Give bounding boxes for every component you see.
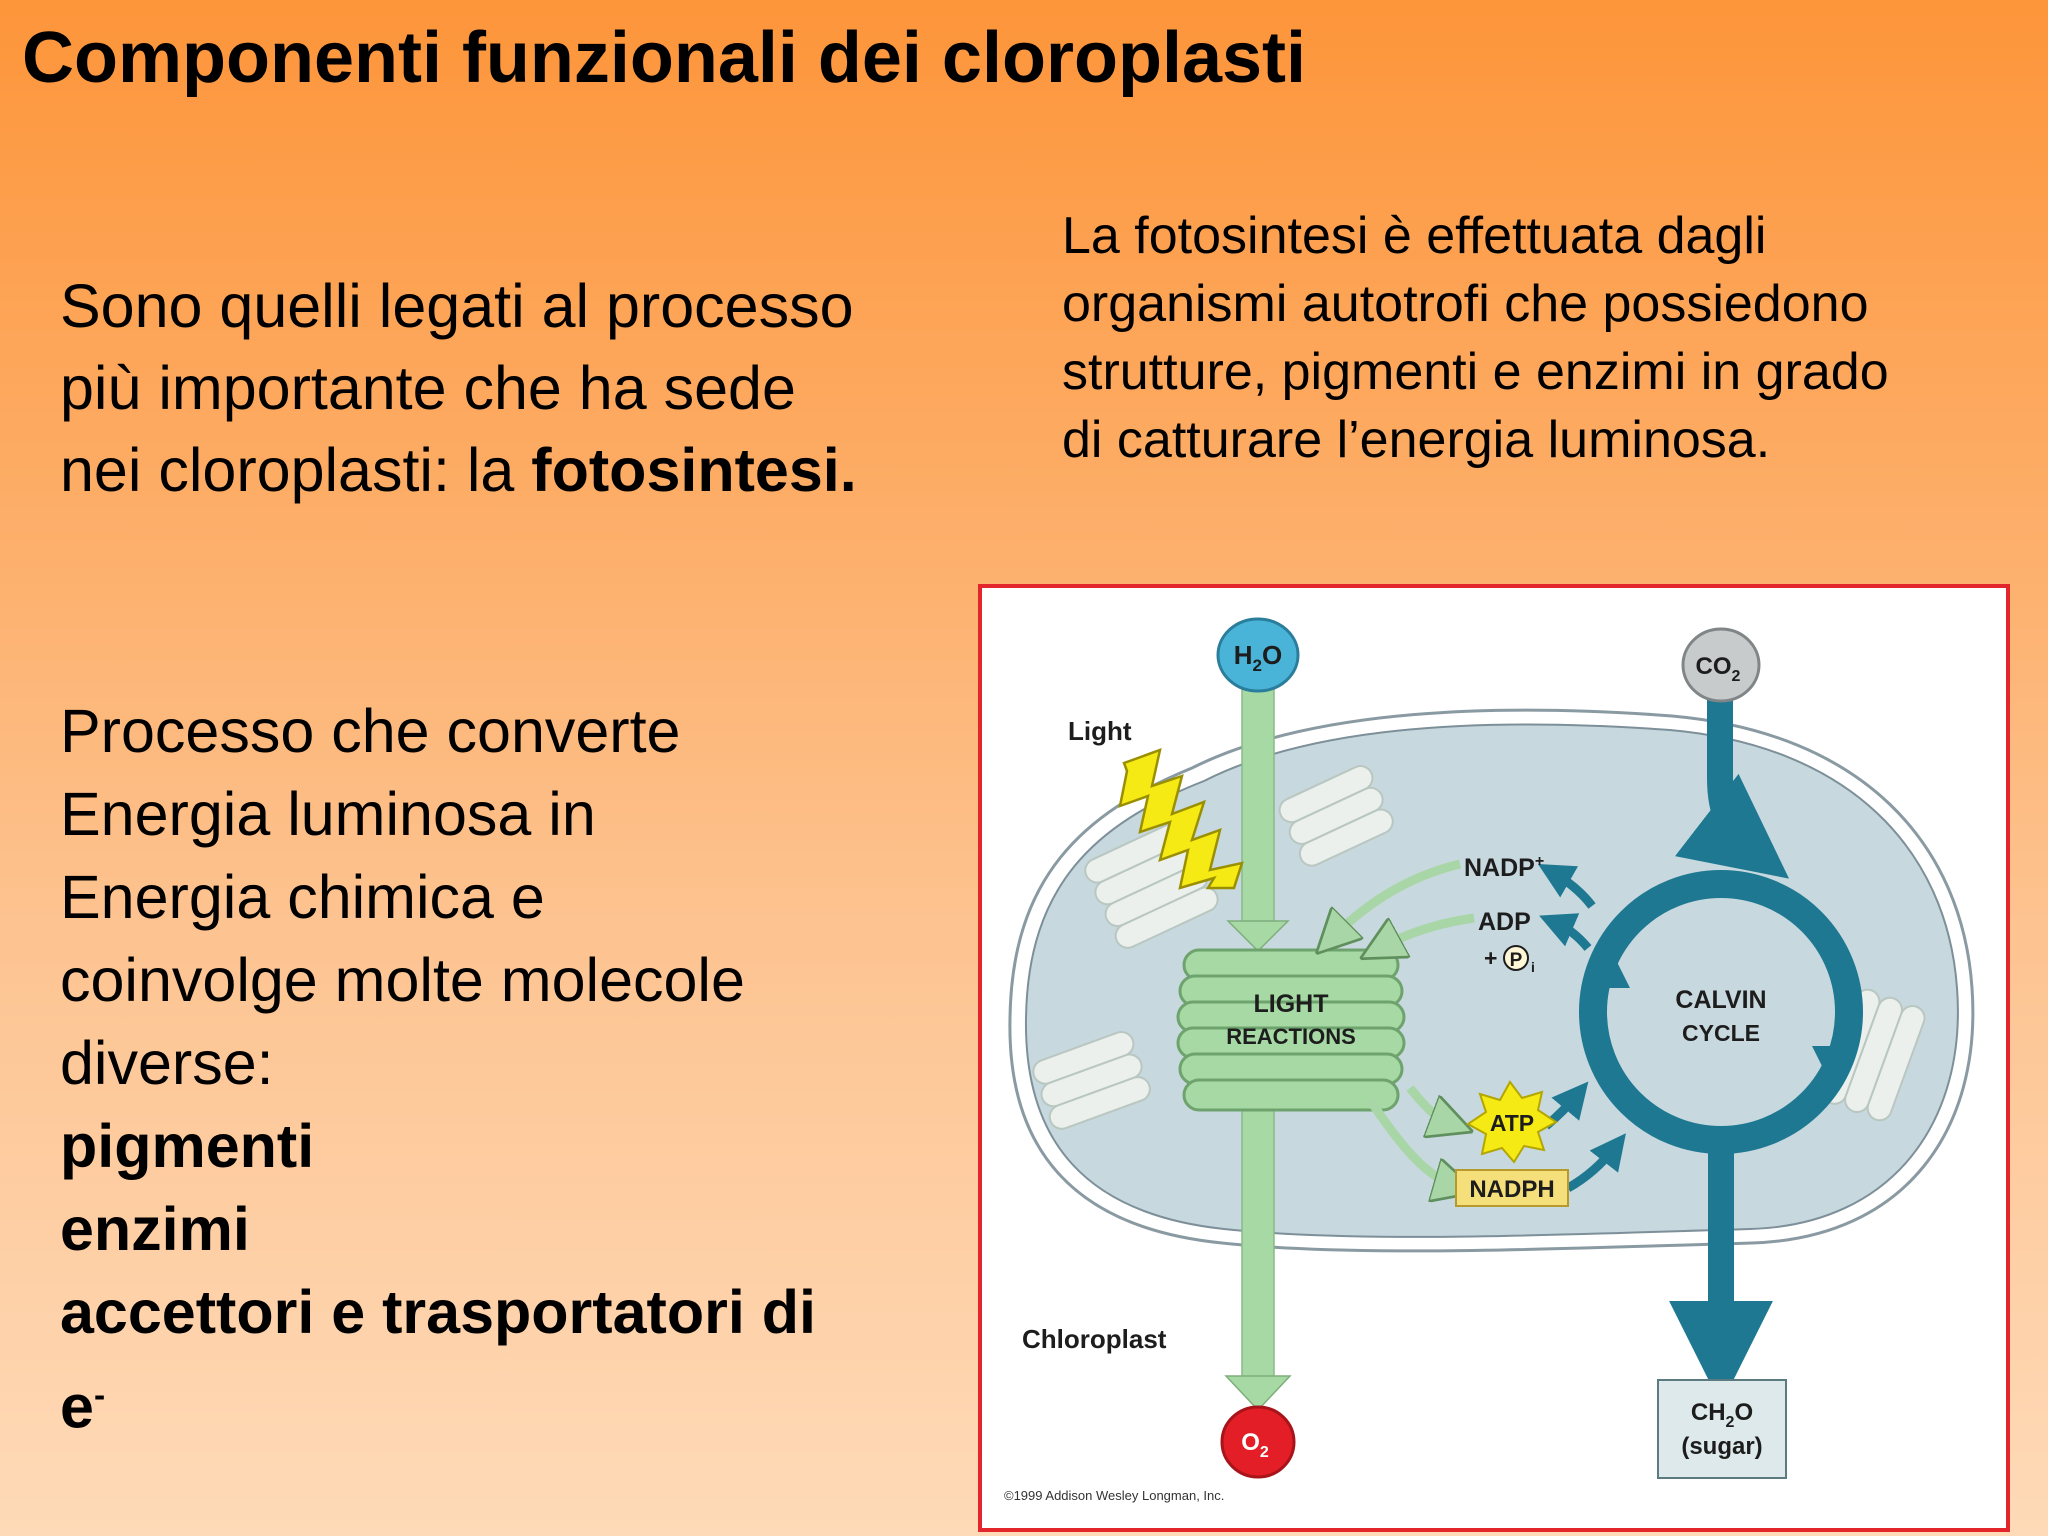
side-text: La fotosintesi è effettuata dagli organi…	[1062, 202, 2022, 474]
diagram-canvas: LIGHT REACTIONS Light H2O O2 CALVIN CYCL…	[1004, 617, 1975, 1503]
process-text: Processo che converte Energia luminosa i…	[60, 690, 980, 1448]
phosphate-symbol: P	[1510, 950, 1523, 971]
process-line-3: Energia chimica e	[60, 863, 545, 931]
adp-return-arrow	[1380, 913, 1475, 948]
atp-burst-icon	[1466, 1080, 1558, 1164]
intro-line-2: più importante che ha sede	[60, 354, 796, 422]
side-line-1: La fotosintesi è effettuata dagli	[1062, 207, 1767, 265]
phosphate-icon	[1503, 945, 1529, 971]
electron-sign: -	[93, 1377, 106, 1414]
intro-keyword: fotosintesi.	[531, 436, 857, 504]
calvin-cycle-label-1: CALVIN	[1675, 986, 1766, 1014]
water-molecule-bubble	[1216, 617, 1300, 693]
sugar-label: (sugar)	[1681, 1433, 1762, 1460]
adp-from-calvin-arrow	[1539, 913, 1592, 951]
intro-text: Sono quelli legati al processo più impor…	[60, 265, 1000, 511]
oxygen-arrowhead	[1224, 1375, 1292, 1412]
water-flow-arrowhead-upper	[1226, 920, 1290, 953]
intro-line-1: Sono quelli legati al processo	[60, 272, 854, 340]
atp-label: ATP	[1490, 1110, 1534, 1136]
nadph-box	[1455, 1169, 1569, 1207]
process-line-2: Energia luminosa in	[60, 780, 596, 848]
chloroplast-label: Chloroplast	[1022, 1324, 1167, 1354]
process-electron: e-	[60, 1354, 980, 1448]
water-flow-arrow-lower	[1241, 1087, 1275, 1384]
calvin-arrowhead-left	[1588, 946, 1630, 988]
nadph-output-arrow	[1366, 1097, 1456, 1186]
calvin-cycle-label-2: CYCLE	[1682, 1020, 1760, 1046]
oxygen-molecule-bubble	[1220, 1405, 1296, 1479]
nadp-return-arrow	[1332, 859, 1462, 938]
calvin-cycle-ring	[1579, 870, 1863, 1154]
nadph-to-calvin-arrow	[1565, 1133, 1626, 1192]
sugar-formula: CH2O	[1691, 1399, 1753, 1431]
calvin-arrowhead-right	[1812, 1046, 1854, 1088]
co2-label: CO2	[1696, 653, 1741, 685]
adp-label: ADP	[1478, 908, 1531, 936]
electron-letter: e	[60, 1372, 94, 1441]
co2-inflow-arrow	[1674, 676, 1790, 879]
photosynthesis-diagram: LIGHT REACTIONS Light H2O O2 CALVIN CYCL…	[978, 584, 2010, 1532]
sugar-box	[1657, 1379, 1787, 1479]
process-line-1: Processo che converte	[60, 697, 681, 765]
intro-line-3-prefix: nei cloroplasti: la	[60, 436, 532, 504]
nadph-label: NADPH	[1469, 1176, 1554, 1203]
light-reactions-stack	[1176, 948, 1406, 1112]
side-line-4: di catturare l’energia luminosa.	[1062, 411, 1771, 469]
process-line-4: coinvolge molte molecole	[60, 946, 745, 1014]
water-flow-arrow-upper	[1241, 671, 1275, 928]
lightning-bolt-icon	[1118, 748, 1244, 890]
water-label: H2O	[1234, 640, 1282, 675]
light-label: Light	[1068, 716, 1132, 746]
slide-title: Componenti funzionali dei cloroplasti	[22, 18, 1307, 98]
nadp-label: NADP+	[1464, 853, 1544, 882]
thylakoid-stack-lower-left	[1032, 1030, 1151, 1130]
side-line-2: organismi autotrofi che possiedono	[1062, 275, 1869, 333]
side-line-3: strutture, pigmenti e enzimi in grado	[1062, 343, 1889, 401]
oxygen-label: O2	[1241, 1429, 1269, 1461]
copyright-note: ©1999 Addison Wesley Longman, Inc.	[1004, 1488, 1224, 1503]
light-reactions-label-2: REACTIONS	[1226, 1024, 1356, 1049]
pi-prefix: +	[1484, 945, 1497, 971]
thylakoid-stack-upper	[1278, 765, 1394, 867]
light-reactions-label-1: LIGHT	[1254, 990, 1329, 1018]
process-bold-pigmenti: pigmenti	[60, 1112, 315, 1180]
process-line-5: diverse:	[60, 1029, 274, 1097]
process-bold-enzimi: enzimi	[60, 1195, 250, 1263]
atp-output-arrow	[1406, 1085, 1452, 1124]
process-bold-accettori: accettori e trasportatori di	[60, 1278, 816, 1346]
phosphate-subscript: i	[1531, 959, 1535, 975]
co2-molecule-bubble	[1681, 627, 1761, 703]
nadp-from-calvin-arrow	[1537, 863, 1596, 909]
intro-line-3: nei cloroplasti: la fotosintesi.	[60, 429, 1000, 511]
